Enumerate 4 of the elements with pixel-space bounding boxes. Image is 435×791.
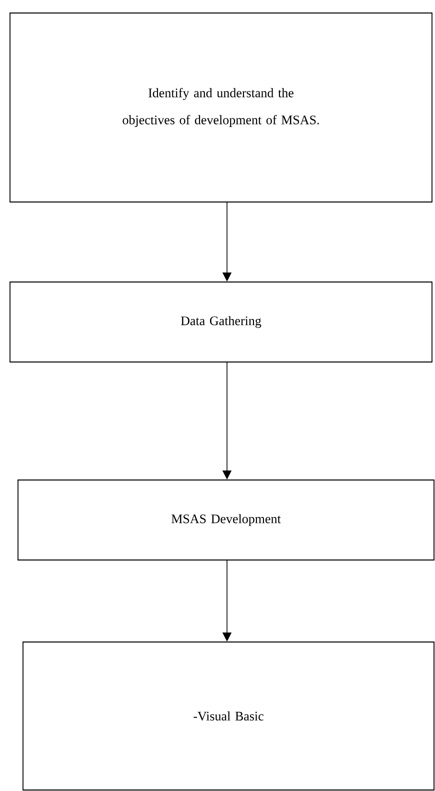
process-box: Identify and understand the objectives of development of MSAS. <box>10 12 432 202</box>
process-box: MSAS Development <box>18 480 434 560</box>
process-box: -Visual Basic <box>22 642 434 790</box>
process-box: Data Gathering <box>10 282 432 362</box>
